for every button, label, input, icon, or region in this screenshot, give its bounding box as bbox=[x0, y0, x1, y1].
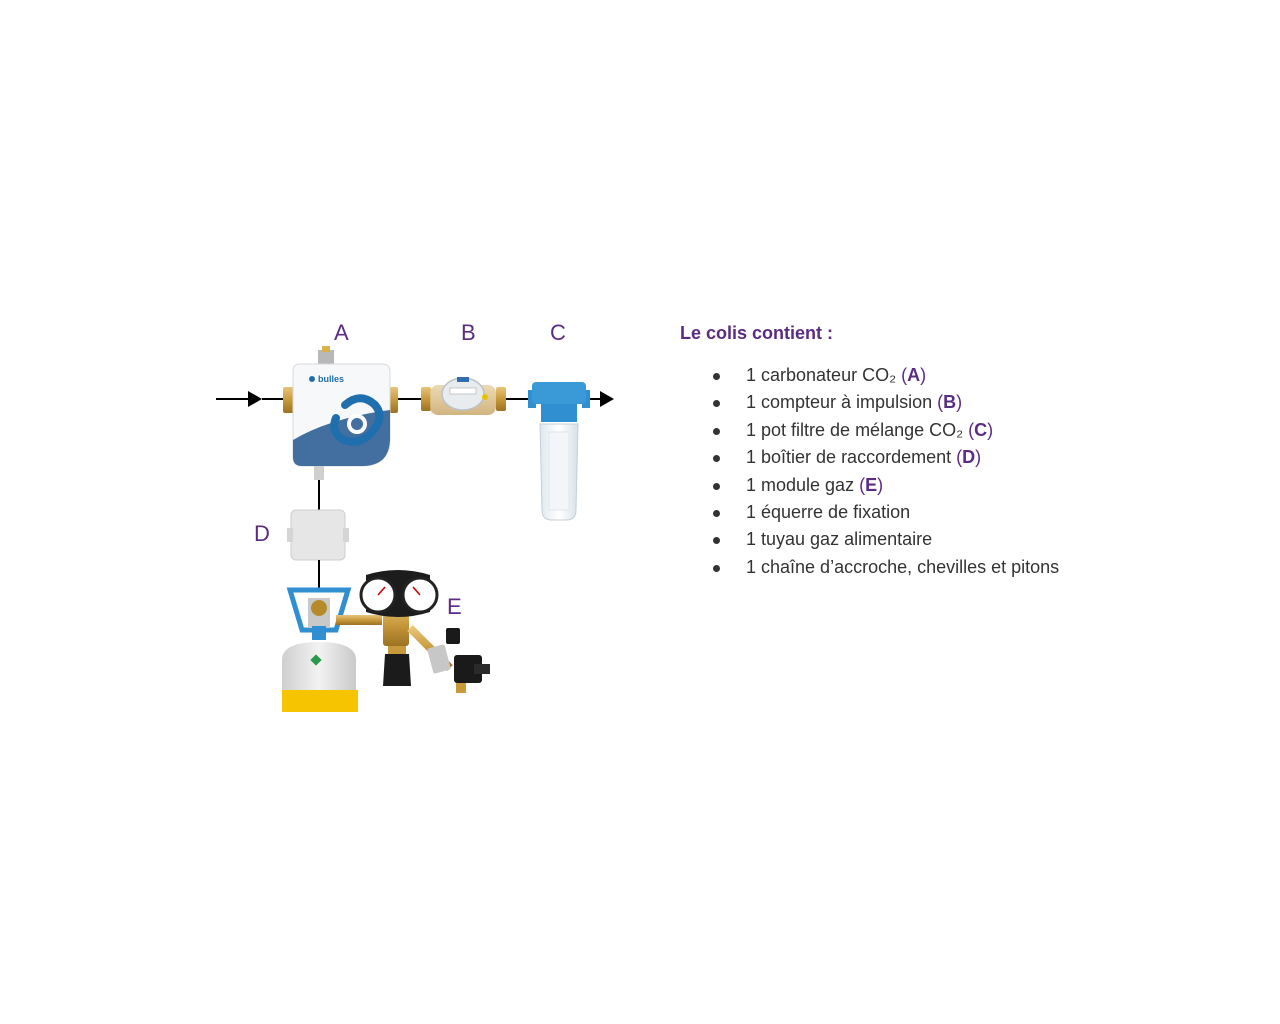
contents-item-ref: C bbox=[974, 419, 988, 440]
contents-item-text: 1 chaîne d’accroche, chevilles et pitons bbox=[746, 556, 1060, 577]
label-b: B bbox=[461, 320, 476, 345]
ref-close-paren: ) bbox=[956, 392, 963, 413]
bullet-icon bbox=[713, 427, 720, 435]
carbonator-device: bulles bbox=[283, 346, 398, 508]
contents-item-text: 1 pot filtre de mélange CO₂ bbox=[746, 419, 964, 440]
gas-module bbox=[336, 570, 490, 693]
contents-item: 1 compteur à impulsion (B) bbox=[680, 389, 1240, 416]
bullet-icon bbox=[713, 400, 720, 408]
contents-item: 1 carbonateur CO₂ (A) bbox=[680, 362, 1240, 389]
package-contents-panel: Le colis contient : 1 carbonateur CO₂ (A… bbox=[680, 320, 1240, 581]
label-d: D bbox=[254, 521, 270, 546]
contents-item-ref: B bbox=[943, 392, 957, 413]
label-a: A bbox=[334, 320, 349, 345]
bullet-icon bbox=[713, 537, 720, 545]
contents-item: 1 module gaz (E) bbox=[680, 472, 1240, 499]
contents-item: 1 boîtier de raccordement (D) bbox=[680, 444, 1240, 471]
ref-open-paren: ( bbox=[956, 447, 963, 468]
ref-close-paren: ) bbox=[920, 365, 927, 385]
bullet-icon bbox=[713, 510, 720, 518]
ref-close-paren: ) bbox=[987, 419, 994, 440]
contents-item-text: 1 tuyau gaz alimentaire bbox=[746, 529, 933, 550]
contents-item-text: 1 carbonateur CO₂ bbox=[746, 365, 897, 385]
inlet-arrow bbox=[216, 391, 286, 407]
ref-open-paren: ( bbox=[859, 474, 866, 495]
bullet-icon bbox=[713, 455, 720, 463]
ref-open-paren: ( bbox=[901, 365, 908, 385]
contents-item: 1 tuyau gaz alimentaire bbox=[680, 526, 1240, 553]
ref-close-paren: ) bbox=[877, 474, 884, 495]
contents-item-ref: A bbox=[907, 365, 921, 385]
contents-item-text: 1 module gaz bbox=[746, 474, 855, 495]
contents-item-text: 1 compteur à impulsion bbox=[746, 392, 933, 413]
junction-box bbox=[287, 509, 349, 561]
co2-bottle bbox=[282, 587, 358, 712]
contents-item-text: 1 boîtier de raccordement bbox=[746, 447, 952, 468]
panel-title: Le colis contient : bbox=[680, 323, 834, 343]
ref-open-paren: ( bbox=[968, 419, 975, 440]
contents-item-ref: D bbox=[962, 447, 976, 468]
bullet-icon bbox=[713, 482, 720, 490]
contents-item-text: 1 équerre de fixation bbox=[746, 502, 911, 523]
pulse-meter bbox=[421, 377, 506, 415]
contents-item: 1 équerre de fixation bbox=[680, 499, 1240, 526]
contents-list: 1 carbonateur CO₂ (A)1 compteur à impuls… bbox=[680, 362, 1240, 581]
mixing-filter-pot bbox=[528, 382, 590, 521]
ref-close-paren: ) bbox=[975, 447, 982, 468]
bullet-icon bbox=[713, 373, 720, 380]
ref-open-paren: ( bbox=[937, 392, 944, 413]
device-brand: bulles bbox=[318, 374, 344, 384]
contents-item-ref: E bbox=[865, 474, 878, 495]
bullet-icon bbox=[713, 564, 720, 572]
label-c: C bbox=[550, 320, 566, 345]
label-e: E bbox=[447, 594, 462, 619]
contents-item: 1 chaîne d’accroche, chevilles et pitons bbox=[680, 554, 1240, 581]
contents-item: 1 pot filtre de mélange CO₂ (C) bbox=[680, 417, 1240, 444]
outlet-arrow bbox=[588, 391, 614, 407]
